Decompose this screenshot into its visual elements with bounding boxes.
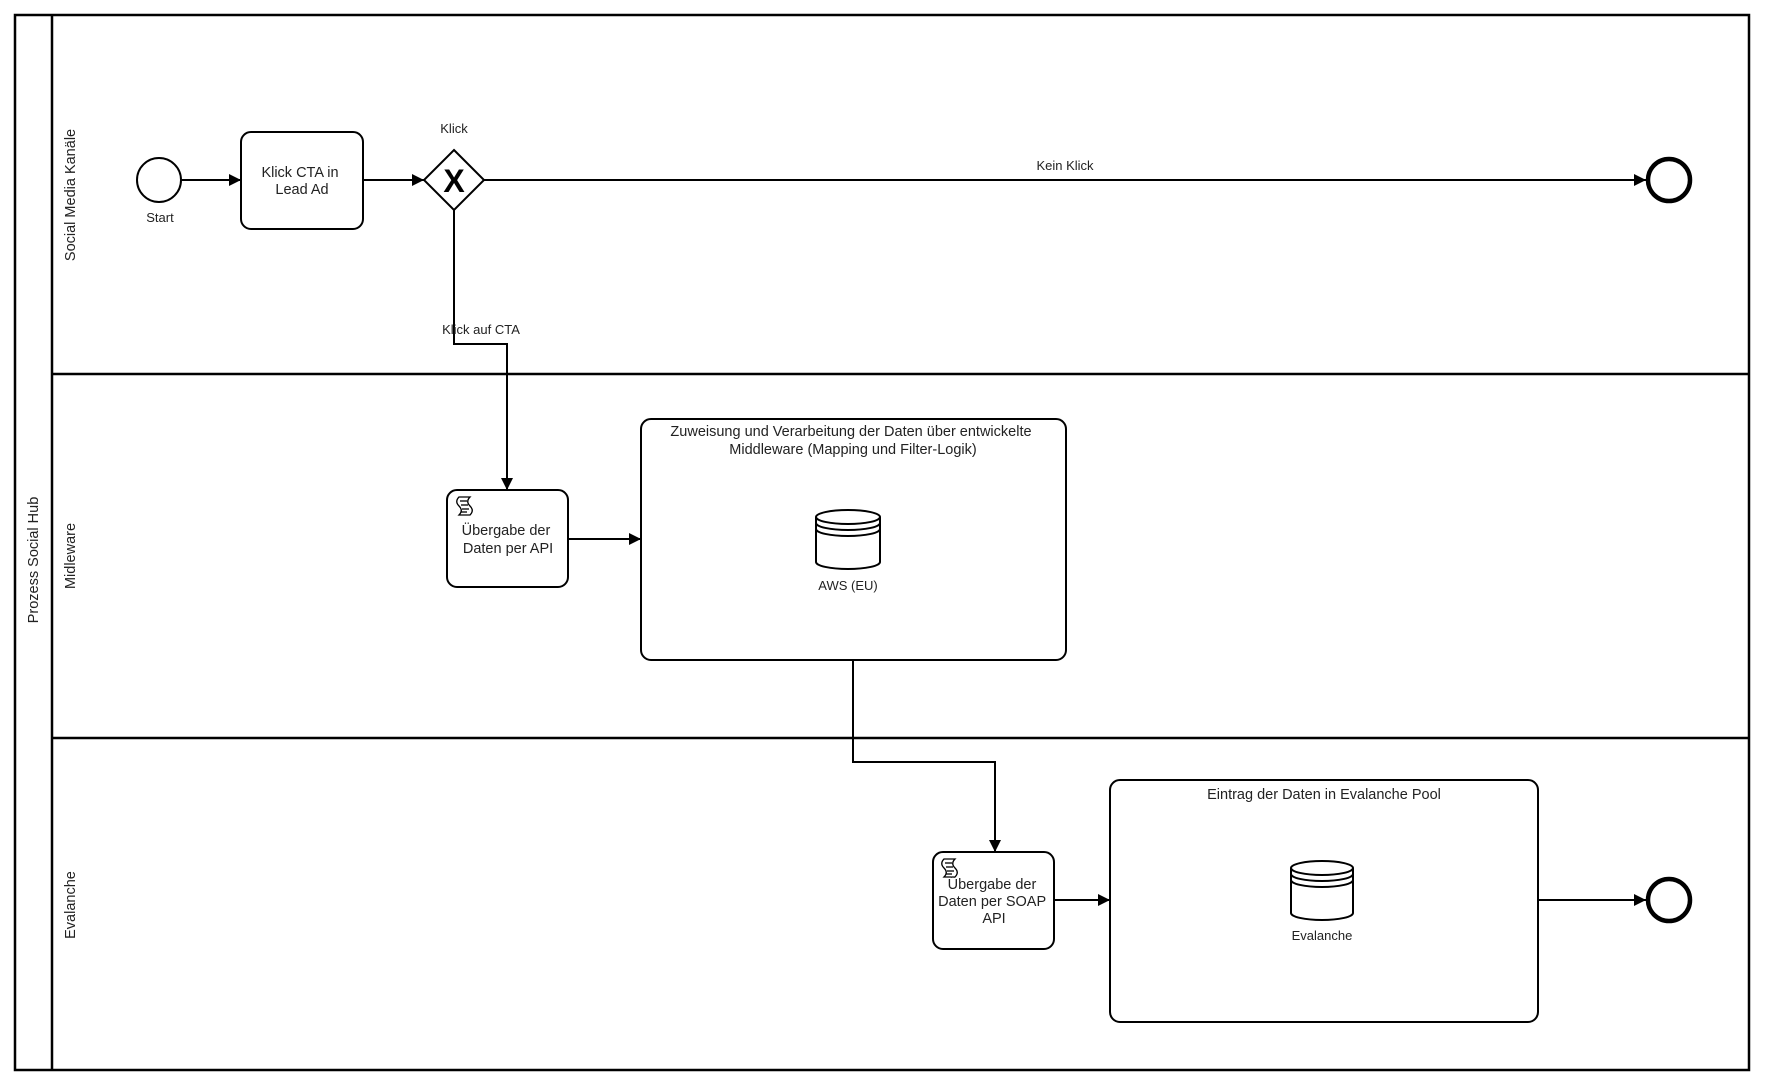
task-klick-cta-line-1: Klick CTA in <box>261 165 338 181</box>
datastore-aws-label: AWS (EU) <box>818 578 877 593</box>
script-icon <box>941 858 958 878</box>
lane-label-social-media: Social Media Kanäle <box>63 129 79 261</box>
datastore-evalanche-icon[interactable] <box>1290 860 1354 921</box>
lane-label-evalanche: Evalanche <box>63 871 79 939</box>
gateway-x-icon: X <box>443 163 465 199</box>
start-event-label: Start <box>146 210 174 225</box>
datastore-aws-icon[interactable] <box>815 509 881 570</box>
datastore-evalanche-label: Evalanche <box>1292 928 1353 943</box>
task-uebergabe-soap-line-3: API <box>982 911 1005 927</box>
task-zuweisung-line-1: Zuweisung und Verarbeitung der Daten übe… <box>670 424 1031 440</box>
svg-text:Übergabe der Daten per S: Übergabe der Daten per SOAP API <box>938 875 1050 927</box>
script-icon <box>456 496 473 516</box>
task-uebergabe-soap-line-2: Daten per SOAP <box>938 894 1046 910</box>
task-uebergabe-api[interactable]: Übergabe der Daten per API <box>446 489 569 588</box>
task-uebergabe-soap[interactable]: Übergabe der Daten per SOAP API <box>932 851 1055 950</box>
end-event-1[interactable] <box>1645 156 1693 204</box>
svg-text:Zuweisung und Verarbeitung der: Zuweisung und Verarbeitung der Daten übe… <box>670 424 1035 458</box>
svg-text:Klick CTA in Lead Ad: Klick CTA in Lead Ad <box>261 165 342 198</box>
task-uebergabe-soap-line-1: Übergabe der <box>948 875 1037 893</box>
pool-label: Prozess Social Hub <box>26 497 42 624</box>
task-uebergabe-api-line-1: Übergabe der <box>462 521 551 539</box>
task-uebergabe-api-line-2: Daten per API <box>463 541 553 557</box>
task-eintrag-line-1: Eintrag der Daten in Evalanche Pool <box>1207 787 1441 803</box>
flow-middleware-to-soap[interactable] <box>852 660 1001 852</box>
start-event[interactable] <box>136 157 182 203</box>
flow-label-klick-auf-cta: Klick auf CTA <box>442 322 520 337</box>
flow-klick-auf-cta[interactable] <box>453 210 513 490</box>
task-klick-cta[interactable]: Klick CTA in Lead Ad <box>240 131 364 230</box>
lane-label-middleware: Midleware <box>63 523 79 589</box>
svg-text:Übergabe der Daten per A: Übergabe der Daten per API <box>462 521 555 557</box>
task-zuweisung-line-2: Middleware (Mapping und Filter-Logik) <box>729 442 976 458</box>
svg-text:Eintrag der Daten in Evalanche: Eintrag der Daten in Evalanche Pool <box>1207 787 1441 803</box>
end-event-2[interactable] <box>1645 876 1693 924</box>
task-klick-cta-line-2: Lead Ad <box>275 182 328 198</box>
gateway-label: Klick <box>440 121 468 136</box>
exclusive-gateway[interactable]: X <box>422 148 486 212</box>
pool[interactable] <box>13 13 1751 1072</box>
flow-label-kein-klick: Kein Klick <box>1036 158 1094 173</box>
